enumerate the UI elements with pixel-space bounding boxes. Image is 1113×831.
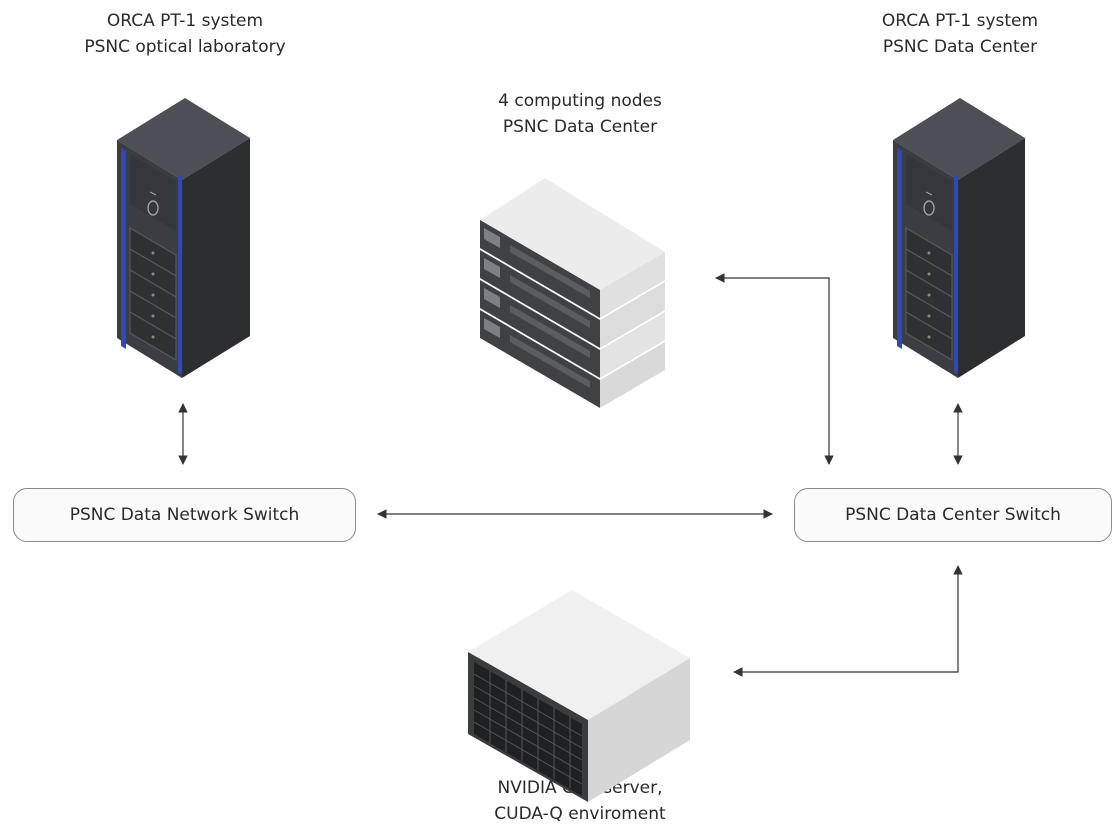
orca-lab-title: ORCA PT-1 system: [106, 11, 264, 31]
network-switch-label: PSNC Data Network Switch: [69, 505, 300, 525]
datacenter-switch-box: PSNC Data Center Switch: [794, 488, 1112, 542]
server-stack-icon: [480, 178, 665, 408]
orca-dc-label: ORCA PT-1 system PSNC Data Center: [830, 8, 1090, 60]
arrow-nodes-to-datacenter-switch: [715, 273, 834, 465]
server-rack-icon: [893, 98, 1025, 378]
computing-nodes-title: 4 computing nodes: [498, 91, 662, 111]
orca-dc-title: ORCA PT-1 system: [881, 11, 1039, 31]
datacenter-switch-label: PSNC Data Center Switch: [845, 505, 1061, 525]
orca-lab-location: PSNC optical laboratory: [84, 37, 286, 57]
gpu-server-env: CUDA-Q enviroment: [494, 804, 666, 824]
computing-nodes-label: 4 computing nodes PSNC Data Center: [450, 88, 710, 140]
network-switch-box: PSNC Data Network Switch: [13, 488, 356, 542]
server-rack-icon: [117, 98, 250, 378]
connectors: [178, 273, 963, 677]
computing-nodes-location: PSNC Data Center: [502, 117, 658, 137]
arrow-gpu-to-datacenter-switch: [733, 565, 963, 677]
gpu-server-icon: [468, 590, 690, 802]
orca-lab-label: ORCA PT-1 system PSNC optical laboratory: [55, 8, 315, 60]
orca-dc-location: PSNC Data Center: [882, 37, 1038, 57]
